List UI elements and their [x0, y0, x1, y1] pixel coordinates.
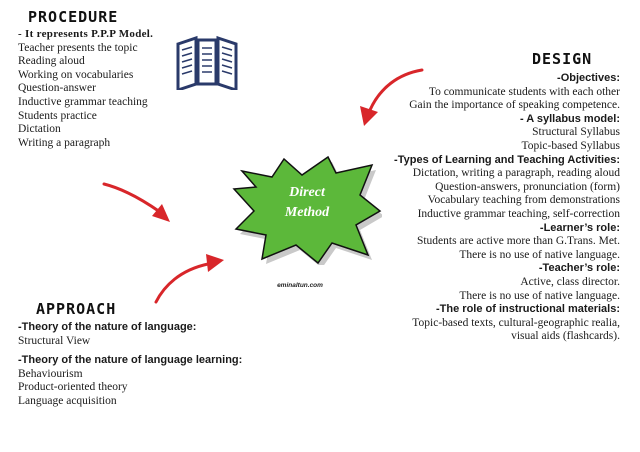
- watermark: eminaltun.com: [277, 282, 323, 289]
- arrow-icon: [360, 68, 424, 126]
- procedure-item: Question-answer: [18, 82, 96, 95]
- procedure-item: Working on vocabularies: [18, 68, 134, 81]
- center-starburst: Direct Method: [232, 155, 382, 265]
- design-item: Topic-based texts, cultural-geographic r…: [412, 316, 620, 329]
- design-block: -Objectives: To communicate students wit…: [320, 72, 620, 344]
- center-label: Direct Method: [232, 183, 382, 223]
- design-item: Active, class director.: [520, 275, 620, 288]
- design-item: Question-answers, pronunciation (form): [435, 180, 620, 193]
- arrow-icon: [102, 182, 170, 222]
- design-heading: DESIGN: [532, 50, 593, 68]
- design-section-title: -Teacher’s role:: [538, 262, 620, 275]
- procedure-heading: PROCEDURE: [28, 8, 119, 26]
- procedure-item: Teacher presents the topic: [18, 41, 138, 54]
- center-line-2: Method: [284, 205, 330, 220]
- procedure-list: Teacher presents the topic Reading aloud…: [18, 42, 198, 151]
- approach-item: Product-oriented theory: [18, 381, 128, 394]
- procedure-block: PROCEDURE - It represents P.P.P Model. T…: [18, 8, 198, 150]
- design-item: Students are active more than G.Trans. M…: [416, 235, 620, 248]
- arrow-icon: [154, 254, 224, 304]
- design-item: Dictation, writing a paragraph, reading …: [412, 167, 620, 180]
- approach-section-title: -Theory of the nature of language:: [18, 321, 197, 333]
- design-item: Gain the importance of speaking competen…: [409, 99, 620, 112]
- design-section-title: -Learner’s role:: [539, 221, 620, 234]
- design-item: Vocabulary teaching from demonstrations: [427, 194, 620, 207]
- design-section-title: - A syllabus model:: [519, 112, 620, 125]
- procedure-item: Students practice: [18, 109, 97, 122]
- book-icon: [176, 35, 238, 90]
- design-item: Structural Syllabus: [532, 126, 620, 139]
- procedure-item: Dictation: [18, 123, 61, 136]
- center-line-1: Direct: [289, 185, 325, 200]
- design-item: There is no use of native language.: [459, 289, 620, 302]
- design-item: Inductive grammar teaching, self-correct…: [417, 207, 620, 220]
- design-item: There is no use of native language.: [459, 248, 620, 261]
- design-item: visual aids (flashcards).: [511, 330, 620, 343]
- design-item: Topic-based Syllabus: [521, 139, 620, 152]
- approach-block: APPROACH -Theory of the nature of langua…: [18, 300, 278, 409]
- procedure-intro: - It represents P.P.P Model.: [18, 28, 154, 40]
- design-section-title: -The role of instructional materials:: [436, 303, 620, 316]
- procedure-item: Inductive grammar teaching: [18, 95, 148, 108]
- design-section-title: -Objectives:: [557, 72, 620, 84]
- design-item: To communicate students with each other: [428, 85, 620, 98]
- procedure-item: Writing a paragraph: [18, 136, 111, 149]
- procedure-item: Reading aloud: [18, 55, 85, 68]
- approach-heading: APPROACH: [36, 300, 117, 318]
- starburst-shape: [232, 155, 382, 265]
- design-section-title: -Types of Learning and Teaching Activiti…: [394, 153, 620, 166]
- approach-item: Structural View: [18, 334, 91, 347]
- approach-item: Behaviourism: [18, 367, 83, 380]
- approach-section-title: -Theory of the nature of language learni…: [18, 354, 243, 367]
- approach-item: Language acquisition: [18, 394, 117, 407]
